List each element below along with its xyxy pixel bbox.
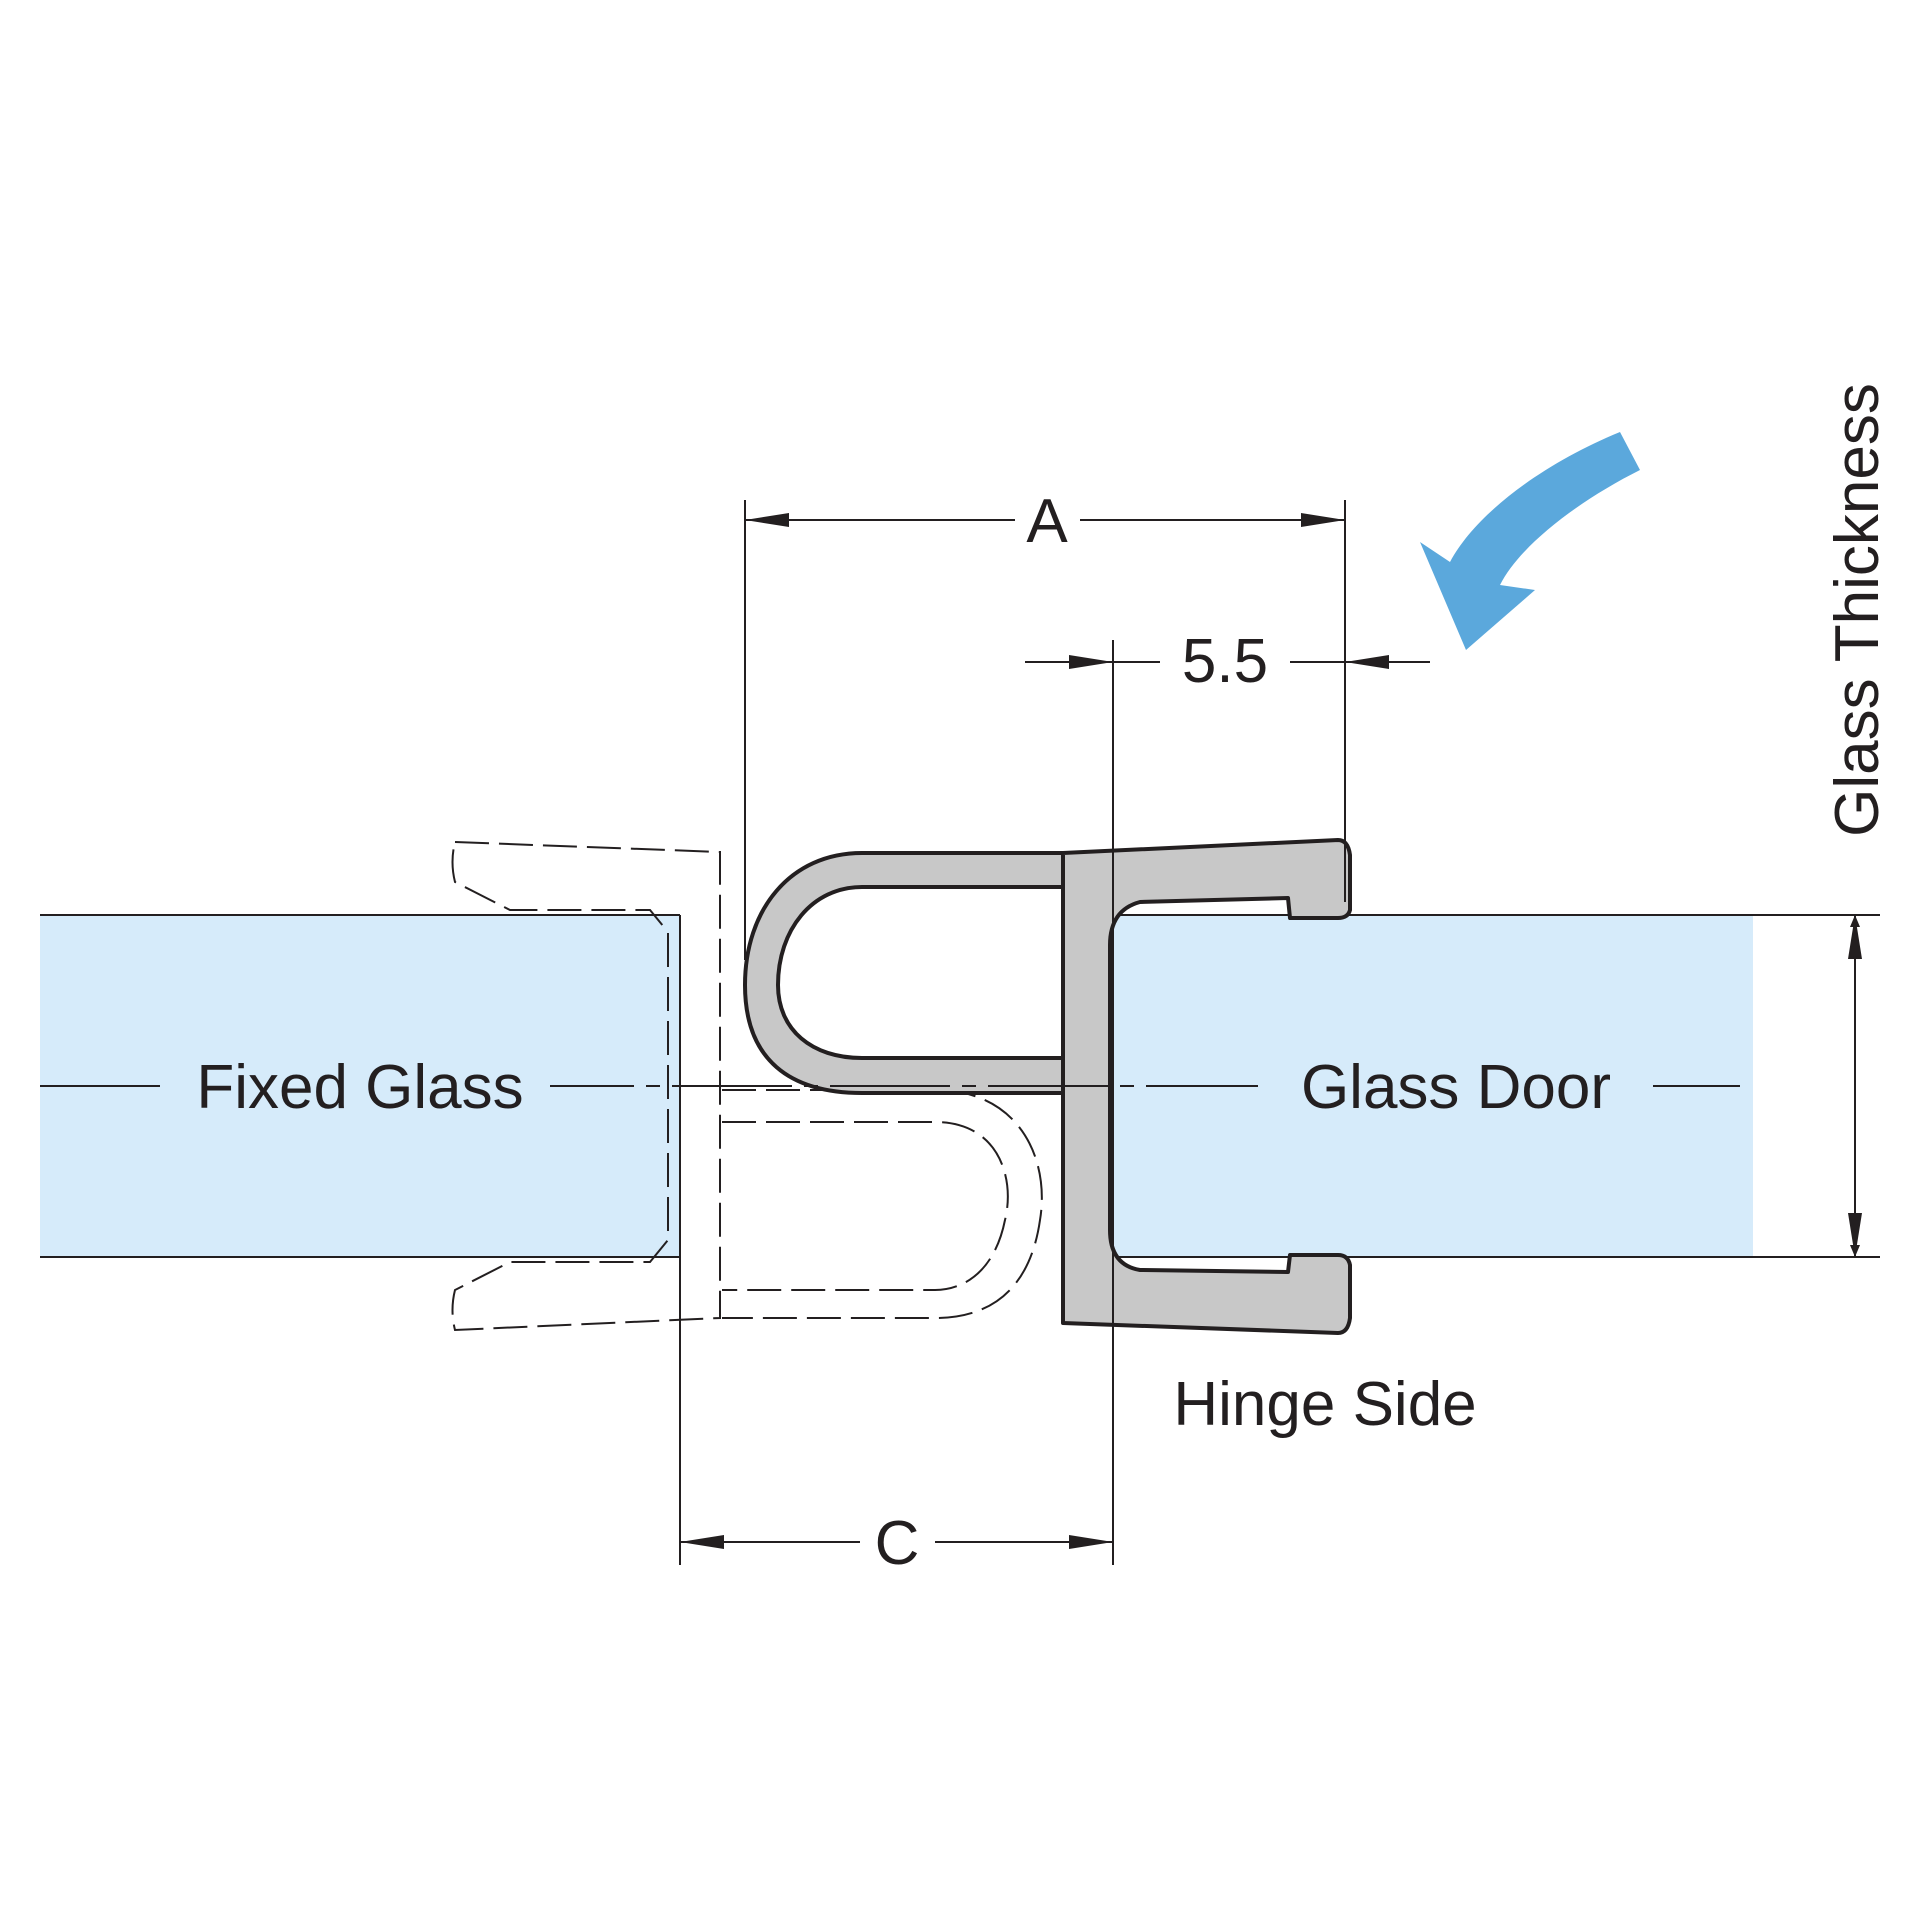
fixed-glass-label: Fixed Glass [196,1053,523,1122]
glass-door-label: Glass Door [1301,1053,1611,1122]
dimension-c-label: C [875,1509,920,1578]
dimension-c [679,1257,1113,1565]
seal-profile [743,838,1352,1335]
fixed-glass-label-backdrop [160,1055,550,1117]
glass-door-label-backdrop [1258,1055,1653,1117]
dimension-offset-label: 5.5 [1182,627,1268,696]
seal-profile-ghost [451,840,1043,1332]
hinge-side-label: Hinge Side [1173,1370,1476,1439]
dimension-a [744,500,1346,960]
curved-arrow-icon [1420,432,1640,650]
glass-thickness-label: Glass Thickness [1823,383,1892,837]
dimension-a-label: A [1026,487,1068,556]
